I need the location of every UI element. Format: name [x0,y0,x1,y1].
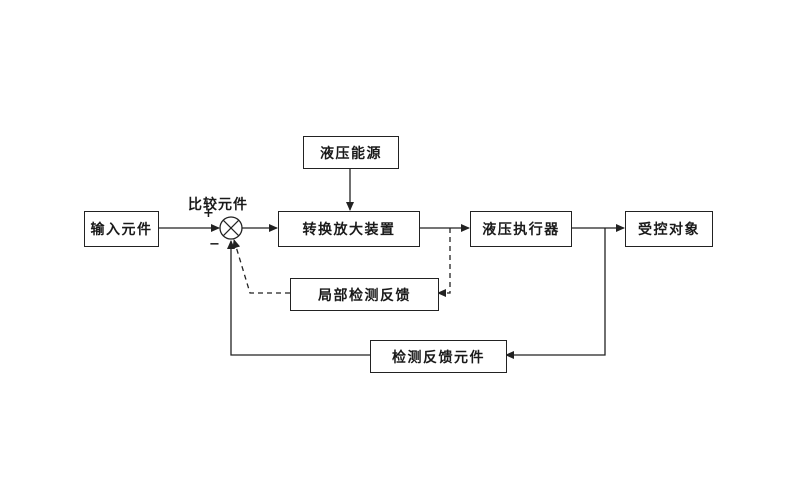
comparator-label: 比较元件 [188,198,248,213]
node-input-element-label: 输入元件 [90,223,153,238]
node-hydraulic-power: 液压能源 [303,136,399,169]
node-converter-amplifier: 转换放大装置 [278,211,420,247]
feedback-to-comparator [227,240,370,356]
node-input-element: 输入元件 [84,211,159,247]
tap-to-feedback-element [505,228,606,359]
node-converter-amplifier-label: 转换放大装置 [302,223,396,238]
input-plus-sign: + [203,206,214,221]
node-hydraulic-actuator: 液压执行器 [470,211,572,247]
feedback-minus-sign: − [209,237,220,252]
node-controlled-object: 受控对象 [625,211,713,247]
node-hydraulic-power-label: 液压能源 [320,146,382,162]
node-local-feedback-label: 局部检测反馈 [318,288,411,304]
summing-junction-icon [219,216,243,240]
dashed-tap-to-local-feedback [437,228,451,297]
node-hydraulic-actuator-label: 液压执行器 [482,223,560,238]
node-local-feedback: 局部检测反馈 [290,278,439,311]
node-feedback-element-label: 检测反馈元件 [392,350,485,366]
node-feedback-element: 检测反馈元件 [370,340,507,373]
dashed-local-feedback-to-comparator [232,239,290,294]
node-controlled-object-label: 受控对象 [638,223,700,238]
